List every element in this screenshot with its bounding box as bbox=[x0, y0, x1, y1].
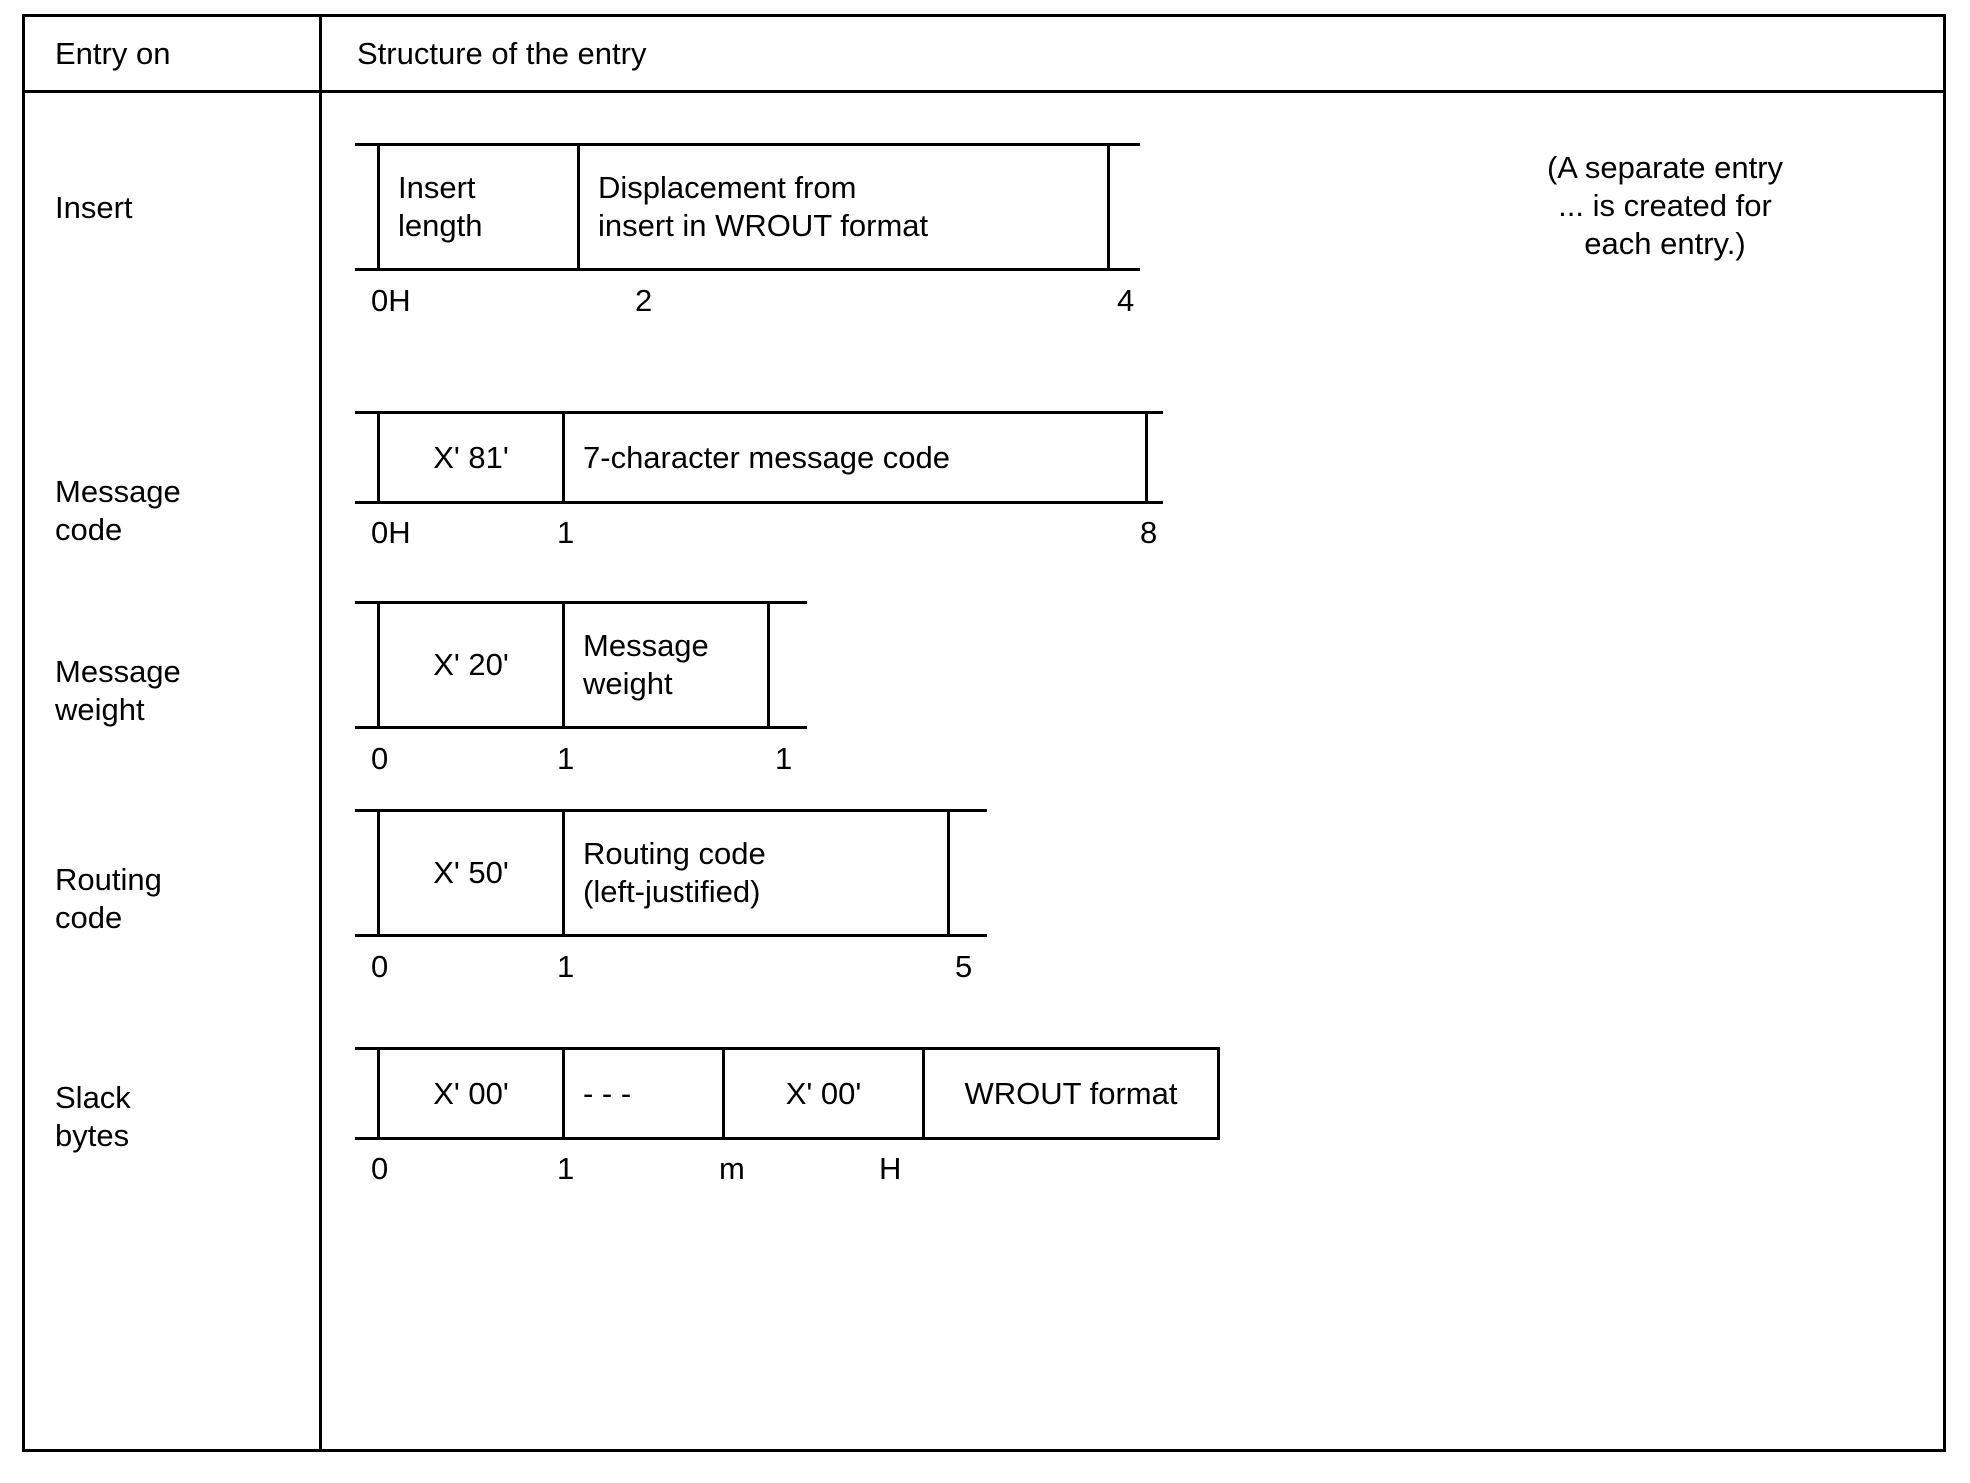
field-label: Insert length bbox=[398, 170, 483, 243]
offset-tick: 1 bbox=[557, 949, 575, 984]
layout-cells: X' 81' 7-character message code bbox=[377, 414, 1163, 501]
layout-rule-top bbox=[355, 809, 987, 812]
row-label-routing-code: Routing code bbox=[55, 862, 162, 935]
field-label: X' 20' bbox=[433, 647, 509, 682]
offset-tick: m bbox=[719, 1151, 745, 1186]
field-label: X' 81' bbox=[433, 439, 509, 475]
offsets-message-weight: 0 1 1 bbox=[355, 741, 807, 781]
field-x00-last: X' 00' bbox=[722, 1050, 922, 1137]
offset-tick: 0 bbox=[371, 949, 389, 984]
offset-tick: 0 bbox=[371, 1151, 389, 1186]
offsets-message-code: 0H 1 8 bbox=[355, 515, 1163, 555]
field-x20: X' 20' bbox=[377, 604, 562, 726]
layout-rule-bottom bbox=[355, 934, 987, 937]
field-ellipsis: - - - bbox=[562, 1050, 722, 1137]
offset-tick: 1 bbox=[557, 515, 575, 550]
table-body: Insert Insert length Displacement from i… bbox=[25, 93, 1943, 1449]
offsets-slack-bytes: 0 1 m H bbox=[355, 1151, 1220, 1191]
offset-tick: 1 bbox=[557, 741, 575, 776]
field-displacement: Displacement from insert in WROUT format bbox=[577, 146, 1110, 268]
field-label: Displacement from insert in WROUT format bbox=[598, 170, 929, 243]
offset-tick: 4 bbox=[1117, 283, 1135, 318]
layout-cells: Insert length Displacement from insert i… bbox=[377, 146, 1132, 268]
layout-rule-top bbox=[355, 143, 1140, 146]
table-header-row: Entry on Structure of the entry bbox=[25, 17, 1943, 93]
field-x81: X' 81' bbox=[377, 414, 562, 501]
offsets-routing-code: 0 1 5 bbox=[355, 949, 987, 989]
column-divider bbox=[319, 17, 322, 90]
field-wrout-format: WROUT format bbox=[922, 1050, 1220, 1137]
header-structure-of-the-entry: Structure of the entry bbox=[357, 35, 647, 71]
offset-tick: 8 bbox=[1140, 515, 1158, 550]
field-label: WROUT format bbox=[964, 1075, 1178, 1111]
field-message-code: 7-character message code bbox=[562, 414, 1148, 501]
layout-rule-bottom bbox=[355, 501, 1163, 504]
offsets-insert: 0H 2 4 bbox=[355, 283, 1140, 323]
layout-cells: X' 00' - - - X' 00' WROUT format bbox=[377, 1050, 1220, 1137]
offset-tick: 5 bbox=[955, 949, 973, 984]
offset-tick: 2 bbox=[635, 283, 653, 318]
offset-tick: 1 bbox=[557, 1151, 575, 1186]
field-label: 7-character message code bbox=[583, 439, 951, 475]
field-label: Routing code (left-justified) bbox=[583, 836, 766, 909]
layout-rule-bottom bbox=[355, 268, 1140, 271]
field-label: X' 00' bbox=[433, 1075, 509, 1111]
layout-routing-code: X' 50' Routing code (left-justified) bbox=[355, 809, 987, 937]
offset-tick: H bbox=[879, 1151, 902, 1186]
layout-message-weight: X' 20' Message weight bbox=[355, 601, 807, 729]
field-x00-first: X' 00' bbox=[377, 1050, 562, 1137]
layout-rule-top bbox=[355, 601, 807, 604]
layout-message-code: X' 81' 7-character message code bbox=[355, 411, 1163, 504]
field-insert-length: Insert length bbox=[377, 146, 577, 268]
field-label: X' 00' bbox=[785, 1075, 862, 1111]
layout-cells: X' 50' Routing code (left-justified) bbox=[377, 812, 987, 934]
layout-slack-bytes: X' 00' - - - X' 00' WROUT format bbox=[355, 1047, 1220, 1140]
row-label-insert: Insert bbox=[55, 190, 133, 225]
layout-rule-top bbox=[355, 411, 1163, 414]
field-label: Message weight bbox=[583, 628, 709, 701]
field-label: X' 50' bbox=[433, 855, 509, 890]
field-routing-code: Routing code (left-justified) bbox=[562, 812, 950, 934]
field-x50: X' 50' bbox=[377, 812, 562, 934]
field-label: - - - bbox=[583, 1075, 632, 1111]
note-separate-entry: (A separate entry ... is created for eac… bbox=[1546, 150, 1784, 261]
layout-insert: Insert length Displacement from insert i… bbox=[355, 143, 1140, 271]
row-label-message-weight: Message weight bbox=[55, 654, 181, 727]
row-label-slack-bytes: Slack bytes bbox=[55, 1080, 131, 1153]
field-message-weight: Message weight bbox=[562, 604, 770, 726]
layout-rule-bottom bbox=[355, 1137, 1220, 1140]
offset-tick: 1 bbox=[775, 741, 793, 776]
column-divider-body bbox=[319, 93, 322, 1449]
layout-rule-top bbox=[355, 1047, 1220, 1050]
entry-structure-figure: Entry on Structure of the entry Insert I… bbox=[22, 14, 1946, 1452]
header-entry-on: Entry on bbox=[55, 35, 171, 71]
layout-rule-bottom bbox=[355, 726, 807, 729]
layout-cells: X' 20' Message weight bbox=[377, 604, 807, 726]
row-label-message-code: Message code bbox=[55, 474, 181, 547]
offset-tick: 0H bbox=[371, 515, 411, 550]
offset-tick: 0H bbox=[371, 283, 411, 318]
offset-tick: 0 bbox=[371, 741, 389, 776]
